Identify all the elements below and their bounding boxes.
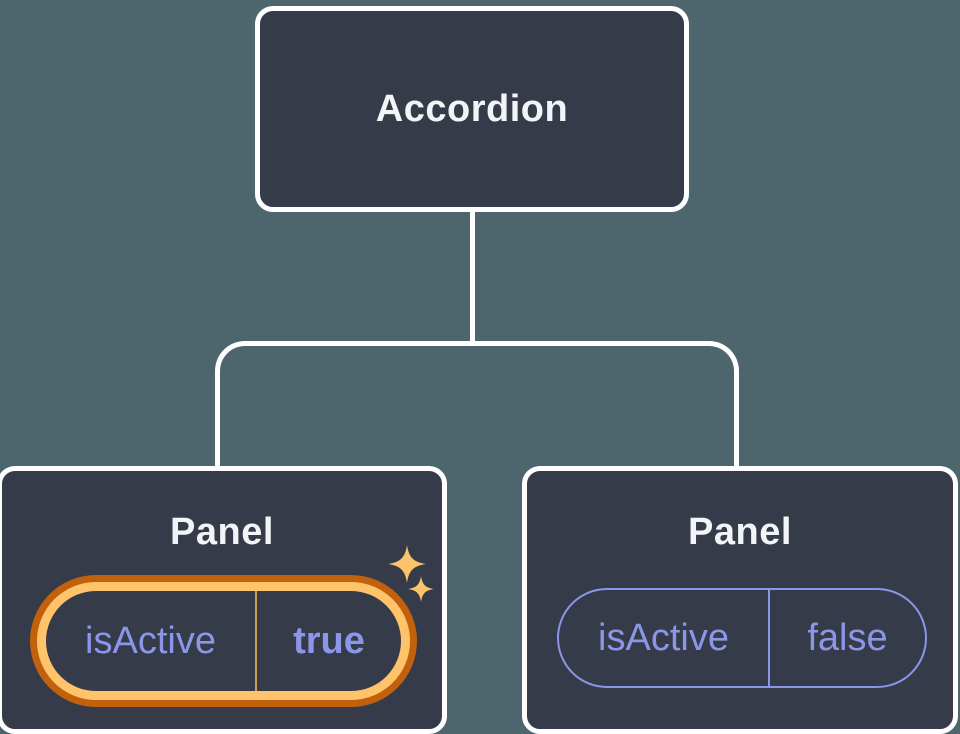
connector-branch-lines: [215, 341, 739, 469]
component-box-panel-inactive: Panel isActive false: [522, 466, 958, 734]
state-name: isActive: [85, 619, 216, 662]
component-box-accordion: Accordion: [255, 6, 689, 212]
panel-label: Panel: [688, 511, 792, 553]
state-value: true: [293, 619, 365, 662]
accordion-label: Accordion: [375, 87, 569, 130]
state-value-cell: true: [257, 591, 401, 691]
state-pill-plain: isActive false: [557, 588, 927, 688]
sparkle-icon: [388, 545, 426, 583]
state-pill-highlight-ring: isActive true: [37, 582, 410, 700]
sparkle-icon: [408, 576, 434, 602]
state-pill-body: isActive true: [46, 591, 401, 691]
connector-root-stem: [470, 210, 475, 344]
state-name-cell: isActive: [559, 590, 770, 686]
state-value-cell: false: [770, 590, 925, 686]
state-pill-highlighted: isActive true: [30, 575, 417, 707]
state-name-cell: isActive: [46, 591, 257, 691]
panel-label: Panel: [170, 511, 274, 553]
state-name: isActive: [598, 616, 729, 659]
component-box-panel-active: Panel isActive true: [0, 466, 447, 734]
state-value: false: [807, 616, 888, 659]
